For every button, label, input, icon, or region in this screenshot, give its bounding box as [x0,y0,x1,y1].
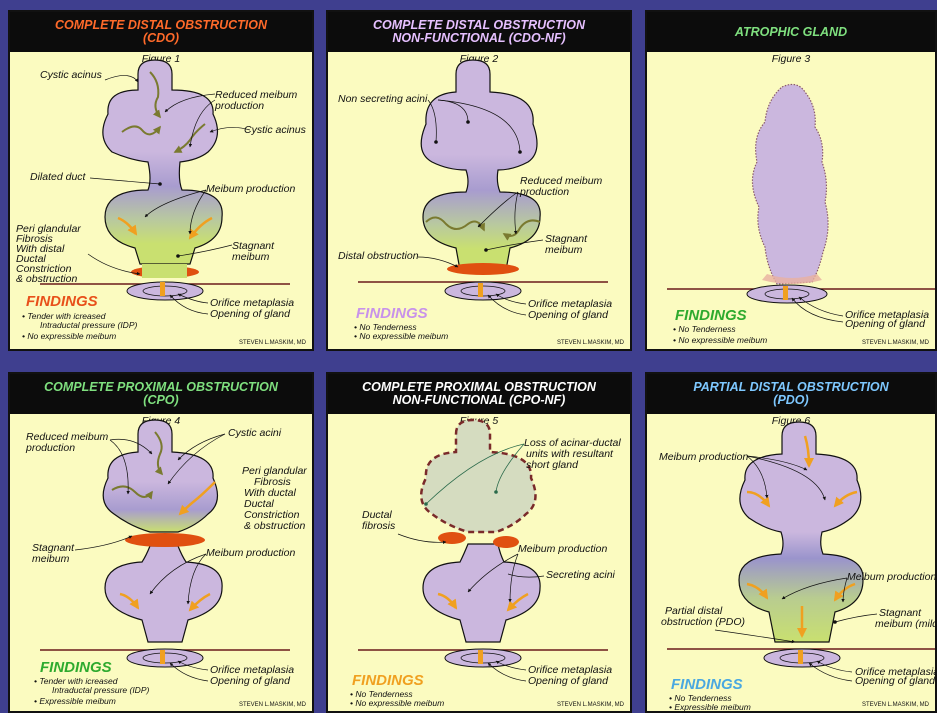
label-stagnant-2: meibum [32,554,69,565]
finding-line-2: • No expressible meibum [354,332,448,342]
label-meibum-production-right: Meibum production [847,572,936,583]
label-opening: Opening of gland [855,676,935,687]
finding-line-2: Intraductal pressure (IDP) [40,321,137,331]
credit: STEVEN L.MASKIM, MD [862,702,929,708]
label-distal-obstruction: Distal obstruction [338,251,419,262]
gland-illustration [647,374,937,713]
label-cystic-acinus-right: Cystic acinus [244,125,306,136]
finding-line-3: • No expressible meibum [22,332,116,342]
gland-bottom [423,544,540,642]
label-loss-3: short gland [526,460,578,471]
findings-heading: FINDINGS [671,676,743,693]
panel-cdo: COMPLETE DISTAL OBSTRUCTION (CDO) Figure… [8,10,314,351]
gland-illustration [647,12,937,351]
finding-line-1: • No Tenderness [673,325,736,335]
finding-line-2: Intraductal pressure (IDP) [52,686,149,696]
label-ductal-2: fibrosis [362,521,395,532]
label-stagnant-2: meibum [232,252,269,263]
gland-body [421,60,540,270]
panel-cpo: COMPLETE PROXIMAL OBSTRUCTION (CPO) Figu… [8,372,314,713]
panel-pdo: PARTIAL DISTAL OBSTRUCTION (PDO) Figure … [645,372,937,713]
credit: STEVEN L.MASKIM, MD [862,340,929,346]
findings-heading: FINDINGS [356,305,428,322]
finding-line-2: • No expressible meibum [350,699,444,709]
gland-top [103,420,217,532]
panel-cdo-nf: COMPLETE DISTAL OBSTRUCTION NON-FUNCTION… [326,10,632,351]
label-reduced-meibum-2: production [215,101,264,112]
credit: STEVEN L.MASKIM, MD [557,340,624,346]
panel-atrophic: ATROPHIC GLAND Figure 3 Orifice metaplas… [645,10,937,351]
label-reduced-2: production [26,443,75,454]
lost-gland [421,420,535,532]
label-stagnant-2: meibum [545,245,582,256]
label-opening: Opening of gland [528,676,608,687]
label-partial-2: obstruction (PDO) [661,617,745,628]
label-meibum-production: Meibum production [518,544,607,555]
label-meibum-production-left: Meibum production [659,452,748,463]
label-opening: Opening of gland [210,676,290,687]
credit: STEVEN L.MASKIM, MD [557,702,624,708]
credit: STEVEN L.MASKIM, MD [239,702,306,708]
finding-line-2: • No expressible meibum [673,336,767,346]
label-opening: Opening of gland [210,309,290,320]
label-secreting: Secreting acini [546,570,615,581]
label-stagnant-2: meibum (mild) [875,619,937,630]
label-meibum-production: Meibum production [206,184,295,195]
label-dilated-duct: Dilated duct [30,172,85,183]
label-reduced-2: production [520,187,569,198]
label-peri-6: & obstruction [16,274,77,285]
label-cystic-acinus-left: Cystic acinus [40,70,102,81]
label-opening: Opening of gland [528,310,608,321]
label-peri-6: & obstruction [244,521,305,532]
findings-heading: FINDINGS [26,293,98,310]
label-meibum-production: Meibum production [206,548,295,559]
finding-line-3: • Expressible meibum [34,697,116,707]
panel-cpo-nf: COMPLETE PROXIMAL OBSTRUCTION NON-FUNCTI… [326,372,632,713]
findings-heading: FINDINGS [40,659,112,676]
findings-heading: FINDINGS [352,672,424,689]
findings-heading: FINDINGS [675,307,747,324]
credit: STEVEN L.MASKIM, MD [239,340,306,346]
finding-line-2: • Expressible meibum [669,703,751,713]
label-non-secreting: Non secreting acini [338,94,427,105]
atrophic-gland [752,84,828,284]
label-opening: Opening of gland [845,319,925,330]
label-cystic-acini: Cystic acini [228,428,281,439]
gland-body [103,60,222,264]
